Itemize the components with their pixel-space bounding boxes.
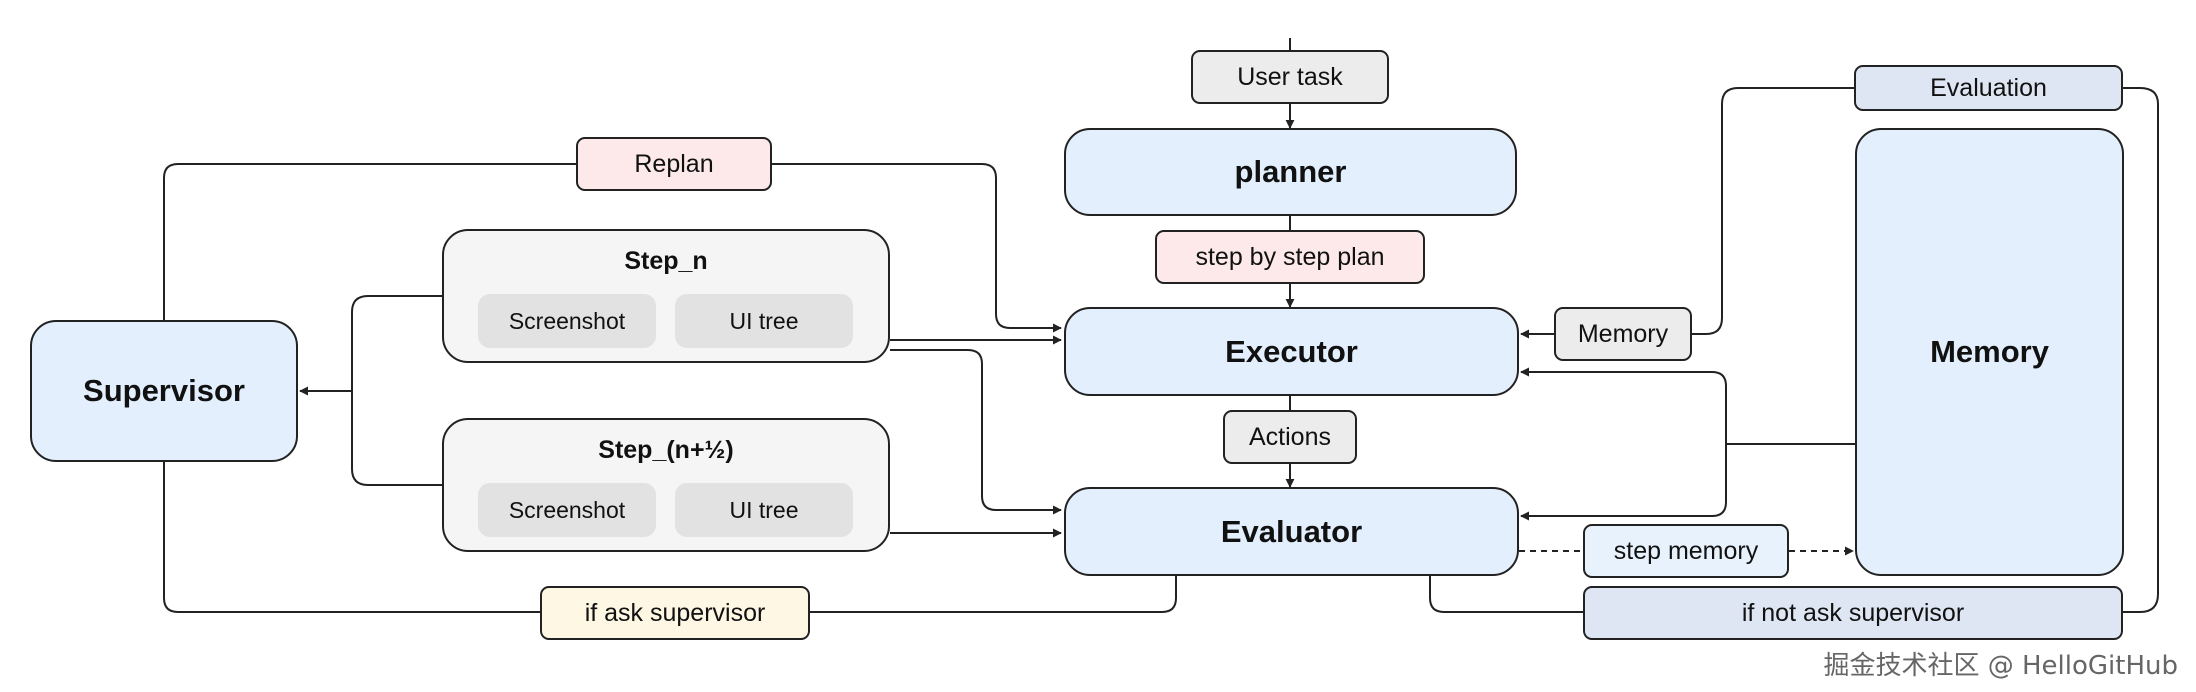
if-not-ask-supervisor-label: if not ask supervisor	[1583, 586, 2123, 640]
line-supervisor-replan	[163, 163, 576, 320]
memory-label: Memory	[1554, 307, 1692, 361]
step-by-step-plan-label: step by step plan	[1155, 230, 1425, 284]
step-n-ui-tree: UI tree	[675, 294, 853, 348]
if-ask-supervisor-label: if ask supervisor	[540, 586, 810, 640]
arrow-replan-executor	[772, 163, 1062, 333]
planner-node: planner	[1064, 128, 1517, 216]
line-notask-up	[2123, 87, 2159, 613]
line-evaluation-memtag	[1692, 87, 1854, 335]
arrow-stepn-evaluator	[890, 349, 1062, 515]
arrow-memory-evaluator	[1520, 444, 1727, 521]
step-half-panel: Step_(n+½) Screenshot UI tree	[442, 418, 890, 552]
executor-node: Executor	[1064, 307, 1519, 396]
user-task-label: User task	[1191, 50, 1389, 104]
line-ask-supervisor	[163, 462, 540, 613]
step-half-ui-tree: UI tree	[675, 483, 853, 537]
step-n-panel: Step_n Screenshot UI tree	[442, 229, 890, 363]
arrow-memory-executor	[1520, 367, 1727, 444]
evaluation-label: Evaluation	[1854, 65, 2123, 111]
evaluator-node: Evaluator	[1064, 487, 1519, 576]
actions-label: Actions	[1223, 410, 1357, 464]
watermark: 掘金技术社区 @ HelloGitHub	[1823, 651, 2178, 681]
line-evaluator-notask	[1429, 576, 1583, 613]
step-half-title: Step_(n+½)	[598, 436, 734, 464]
step-n-title: Step_n	[624, 247, 708, 275]
step-n-screenshot: Screenshot	[478, 294, 656, 348]
memory-store-node: Memory	[1855, 128, 2124, 576]
line-evaluator-askbranch	[810, 576, 1177, 613]
replan-label: Replan	[576, 137, 772, 191]
step-memory-label: step memory	[1583, 524, 1789, 578]
bracket-steps	[351, 295, 442, 486]
step-half-screenshot: Screenshot	[478, 483, 656, 537]
supervisor-node: Supervisor	[30, 320, 298, 462]
